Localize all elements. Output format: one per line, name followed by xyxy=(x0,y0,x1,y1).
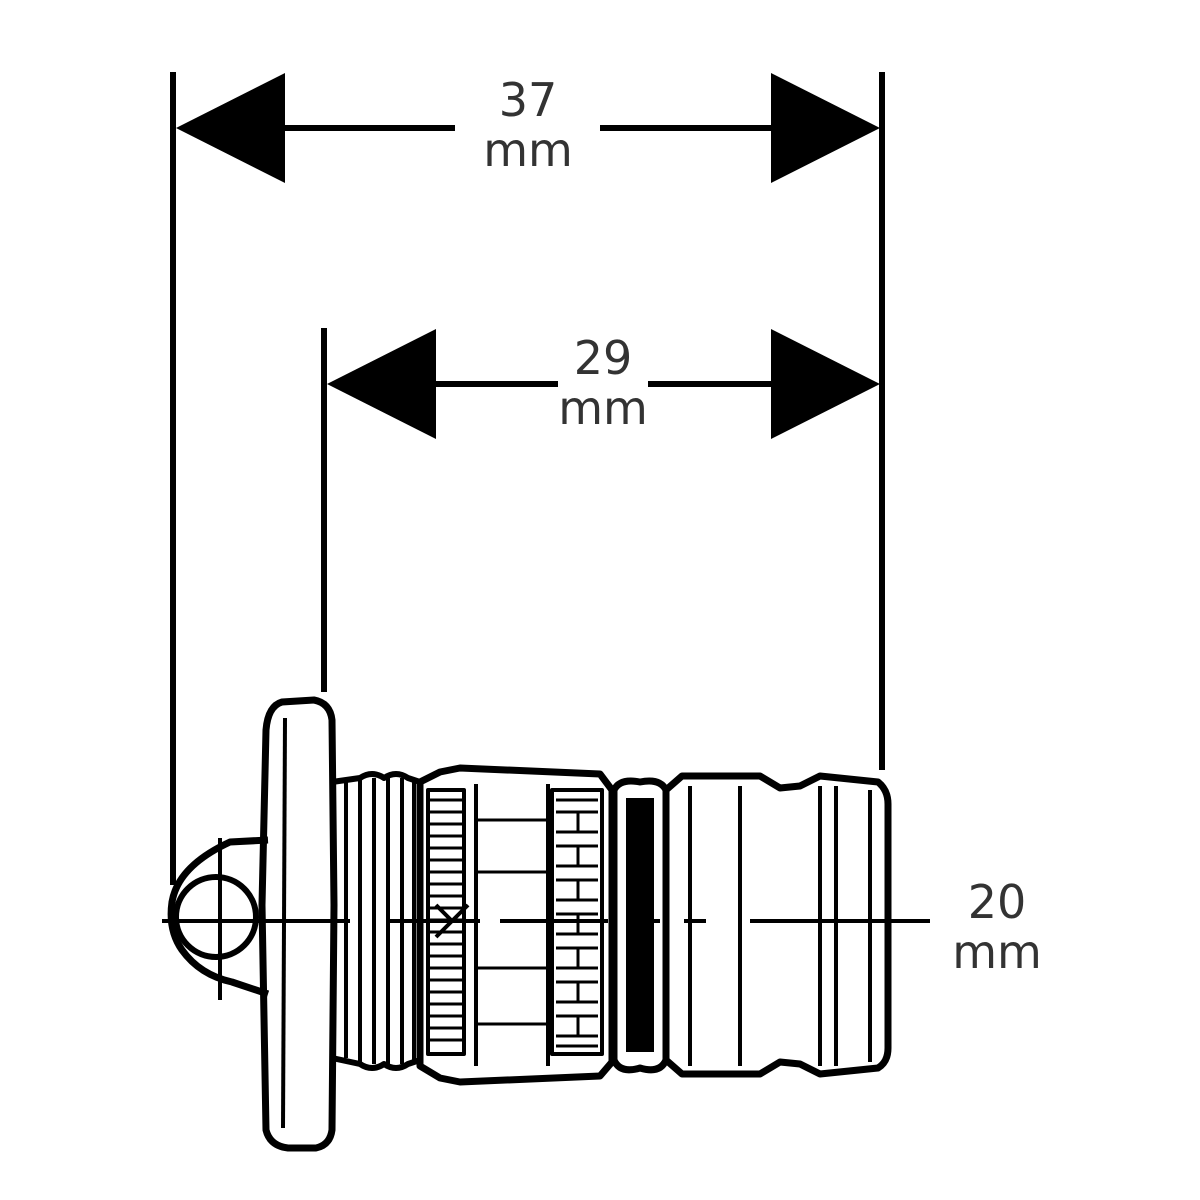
plug-fitting xyxy=(162,696,930,1152)
knurl-pattern-left xyxy=(428,798,464,1042)
o-ring xyxy=(610,777,670,1074)
o-ring-core xyxy=(626,798,654,1052)
arrowhead-right xyxy=(771,329,880,439)
overall-length-unit: mm xyxy=(483,123,573,177)
ring-hole xyxy=(173,874,259,960)
dimension-body-length xyxy=(321,328,880,692)
neck-outline-bottom xyxy=(331,1055,421,1071)
knurl-pattern-right xyxy=(556,798,598,1048)
dimension-overall-length xyxy=(170,72,885,885)
plug-tip xyxy=(663,772,892,1078)
plug-tip-outline xyxy=(663,772,892,1078)
diameter-value: 20 xyxy=(968,875,1027,929)
overall-length-value: 37 xyxy=(499,73,558,127)
neck-outline-top xyxy=(331,771,421,785)
center-mark xyxy=(434,903,480,939)
arrowhead-left xyxy=(327,329,436,439)
body-length-value: 29 xyxy=(574,331,633,385)
arrowhead-right xyxy=(771,73,880,183)
arrowhead-left xyxy=(176,73,285,183)
flange xyxy=(258,696,338,1152)
body-length-unit: mm xyxy=(558,381,648,435)
threaded-neck xyxy=(331,771,421,1071)
diameter-unit: mm xyxy=(952,925,1042,979)
